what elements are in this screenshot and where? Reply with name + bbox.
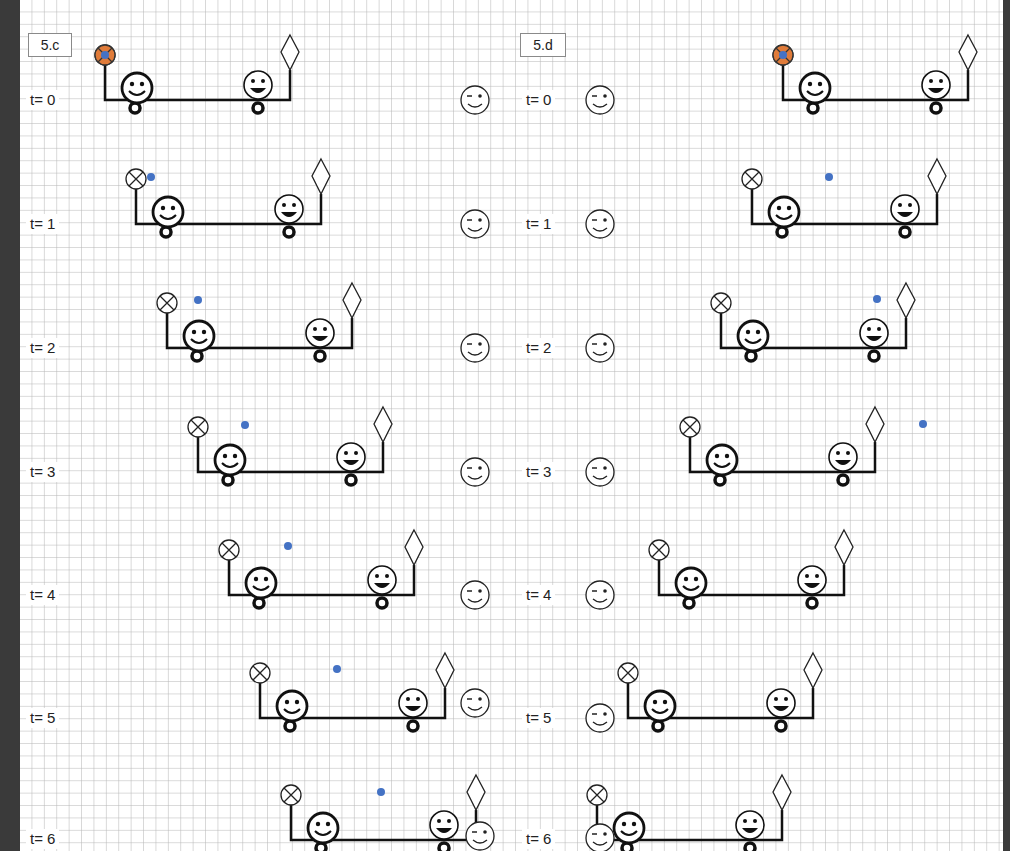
train-car — [587, 775, 791, 851]
train-car — [219, 530, 423, 608]
time-label: t= 0 — [522, 90, 555, 110]
train-car — [250, 653, 454, 731]
observer-face — [461, 86, 489, 114]
panel-tag: 5.d — [520, 33, 566, 57]
time-label: t= 1 — [522, 214, 555, 234]
train-car — [95, 35, 299, 113]
observer-face — [461, 458, 489, 486]
observer-face — [586, 210, 614, 238]
train-car — [773, 35, 977, 113]
lit-lamp — [773, 45, 793, 65]
time-label: t= 3 — [26, 462, 59, 482]
train-car — [742, 159, 946, 237]
observer-face — [461, 581, 489, 609]
observer-face — [461, 689, 489, 717]
time-label: t= 4 — [26, 585, 59, 605]
time-label: t= 2 — [26, 338, 59, 358]
frame — [1003, 0, 1010, 851]
time-label: t= 3 — [522, 462, 555, 482]
time-label: t= 5 — [26, 708, 59, 728]
observer-face — [461, 210, 489, 238]
train-car — [157, 283, 361, 361]
time-label: t= 4 — [522, 585, 555, 605]
observer-face — [461, 334, 489, 362]
time-label: t= 0 — [26, 90, 59, 110]
observer-face — [586, 86, 614, 114]
panel-tag: 5.c — [28, 33, 72, 57]
observer-face — [586, 334, 614, 362]
panel-label: 5.c — [41, 37, 60, 53]
panel-label: 5.d — [533, 37, 552, 53]
train-car — [711, 283, 915, 361]
time-label: t= 6 — [26, 829, 59, 849]
observer-face — [586, 581, 614, 609]
grid — [20, 0, 1004, 851]
time-label: t= 6 — [522, 829, 555, 849]
train-car — [649, 530, 853, 608]
observer-face — [586, 704, 614, 732]
observer-face — [586, 458, 614, 486]
train-car — [281, 775, 485, 851]
observer-face — [586, 824, 614, 851]
train-car — [126, 159, 330, 237]
train-car — [618, 653, 822, 731]
train-car — [188, 407, 392, 485]
time-label: t= 2 — [522, 338, 555, 358]
time-label: t= 5 — [522, 708, 555, 728]
time-label: t= 1 — [26, 214, 59, 234]
observer-face — [466, 822, 494, 850]
lit-lamp — [95, 45, 115, 65]
light-pulse — [101, 51, 927, 796]
frame — [0, 0, 20, 851]
train-car — [680, 407, 884, 485]
